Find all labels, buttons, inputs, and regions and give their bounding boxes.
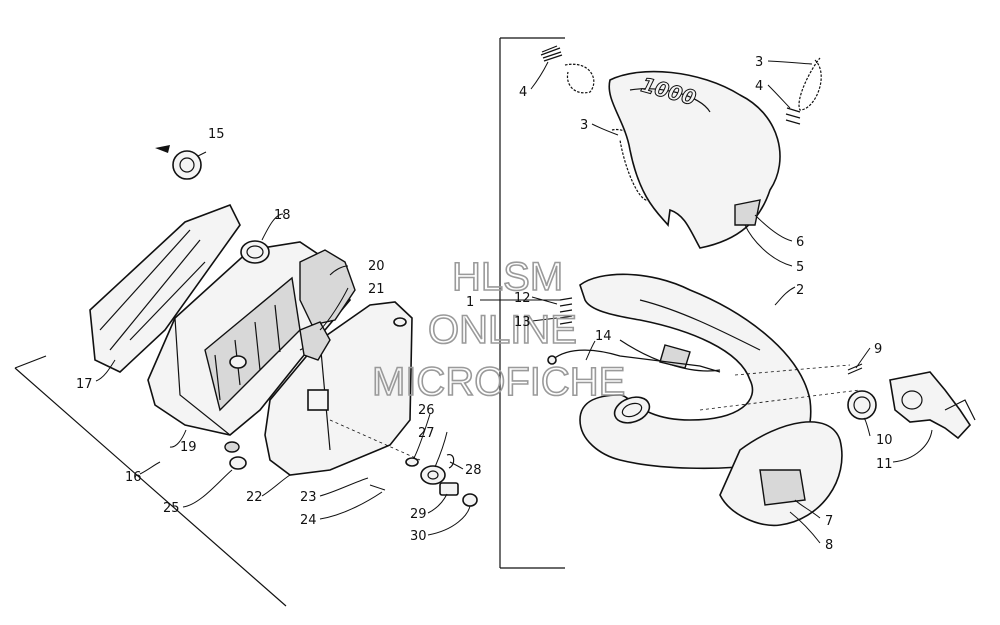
heat-shield-7 (719, 421, 843, 527)
callout-3: 3 (755, 55, 763, 70)
silencer-insulation-20 (299, 249, 356, 361)
callout-28: 28 (465, 463, 482, 478)
callout-17: 17 (76, 377, 93, 392)
callout-23: 23 (300, 490, 317, 505)
callout-12: 12 (514, 291, 531, 306)
callout-4: 4 (755, 79, 763, 94)
manifold-11 (889, 371, 976, 440)
callout-19: 19 (180, 440, 197, 455)
assembly-dash-lines (329, 364, 861, 461)
hardware-26-30 (369, 453, 478, 507)
cable-14 (547, 349, 721, 373)
spring-4-upper-left (540, 45, 563, 62)
grommet-15 (155, 145, 202, 180)
heat-shield-6 (608, 70, 781, 249)
callout-11: 11 (876, 457, 893, 472)
spring-9 (847, 363, 863, 375)
callout-25: 25 (163, 501, 180, 516)
svg-text:HLSM: HLSM (452, 255, 563, 299)
callout-21: 21 (368, 282, 385, 297)
callout-26: 26 (418, 403, 435, 418)
callout-14: 14 (595, 329, 612, 344)
callout-8: 8 (825, 538, 833, 553)
gasket-10 (847, 390, 877, 420)
grommet-18 (240, 240, 270, 264)
callout-1: 1 (466, 295, 474, 310)
exhaust-pipe-2 (579, 273, 812, 470)
callout-4: 4 (519, 85, 527, 100)
callout-16: 16 (125, 470, 142, 485)
assembly-16-bracket (14, 355, 287, 607)
callout-10: 10 (876, 433, 893, 448)
callout-3: 3 (580, 118, 588, 133)
callout-24: 24 (300, 513, 317, 528)
callout-30: 30 (410, 529, 427, 544)
callout-18: 18 (274, 208, 291, 223)
callout-labels: 1 2 3 3 4 4 5 6 7 8 9 10 11 12 13 14 15 … (76, 55, 893, 553)
leader-lines (95, 60, 933, 544)
callout-7: 7 (825, 514, 833, 529)
callout-29: 29 (410, 507, 427, 522)
callout-27: 27 (418, 426, 435, 441)
callout-5: 5 (796, 260, 804, 275)
callout-22: 22 (246, 490, 263, 505)
clamp-chain-3-right (785, 57, 822, 125)
svg-text:MICROFICHE: MICROFICHE (372, 360, 625, 404)
callout-20: 20 (368, 259, 385, 274)
assembly-1-bracket (499, 37, 565, 569)
silencer-heat-shield (89, 203, 241, 373)
watermark: HLSM ONLINE MICROFICHE (371, 254, 626, 405)
callout-9: 9 (874, 342, 882, 357)
callout-15: 15 (208, 127, 225, 142)
spring-12-13 (559, 297, 573, 325)
callout-2: 2 (796, 283, 804, 298)
callout-13: 13 (514, 315, 531, 330)
svg-text:ONLINE: ONLINE (428, 308, 577, 352)
callout-6: 6 (796, 235, 804, 250)
drain-cap-19-25 (224, 441, 247, 470)
